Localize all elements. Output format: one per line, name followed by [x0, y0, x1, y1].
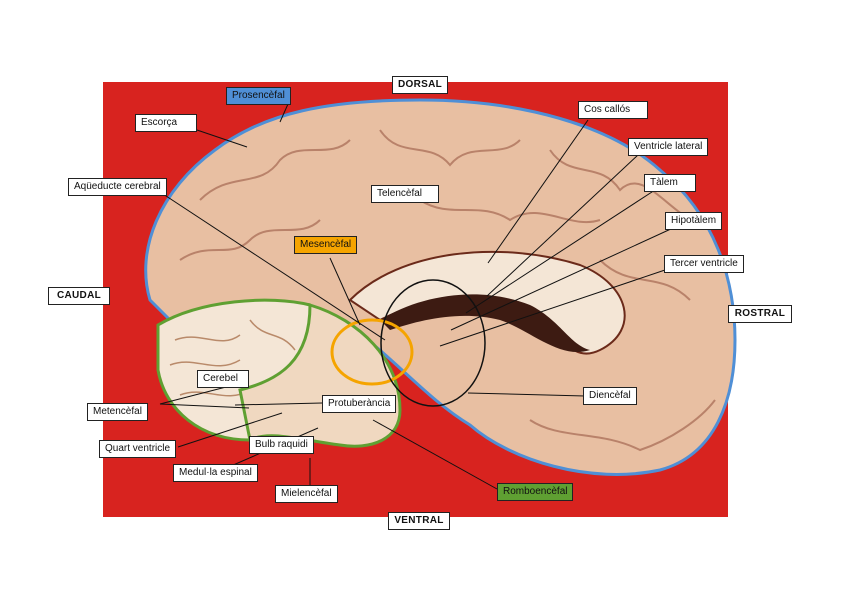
label-cos-callos: Cos callós — [578, 101, 648, 119]
label-medulla: Medul·la espinal — [173, 464, 258, 482]
label-mielencefal: Mielencèfal — [275, 485, 338, 503]
label-metencefal: Metencèfal — [87, 403, 148, 421]
label-ventricle-lateral: Ventricle lateral — [628, 138, 709, 156]
mesencefal-outline — [330, 318, 414, 386]
direction-dorsal: DORSAL — [392, 76, 448, 94]
label-bulb-raquidi: Bulb raquidi — [249, 436, 314, 454]
leader-lines — [159, 103, 674, 490]
direction-rostral: ROSTRAL — [728, 305, 792, 323]
label-diencefal: Diencèfal — [583, 387, 637, 405]
label-telencefal: Telencèfal — [371, 185, 439, 203]
label-talem: Tàlem — [644, 174, 696, 192]
label-escorca: Escorça — [135, 114, 197, 132]
label-cerebel: Cerebel — [197, 370, 249, 388]
label-protuberancia: Protuberància — [322, 395, 397, 413]
label-romboencefal: Romboencèfal — [497, 483, 574, 501]
gyri-lines — [179, 129, 716, 452]
label-mesencefal: Mesencèfal — [294, 236, 358, 254]
direction-ventral: VENTRAL — [388, 512, 450, 530]
diencefal-outline — [380, 279, 486, 407]
ventricle-shape — [380, 294, 590, 353]
label-tercer-ventricle: Tercer ventricle — [664, 255, 744, 273]
label-quart-ventricle: Quart ventricle — [99, 440, 177, 458]
label-prosencefal: Prosencèfal — [226, 87, 291, 105]
label-aqueducte: Aqüeducte cerebral — [68, 178, 167, 196]
label-hipotalem: Hipotàlem — [665, 212, 723, 230]
direction-caudal: CAUDAL — [48, 287, 110, 305]
